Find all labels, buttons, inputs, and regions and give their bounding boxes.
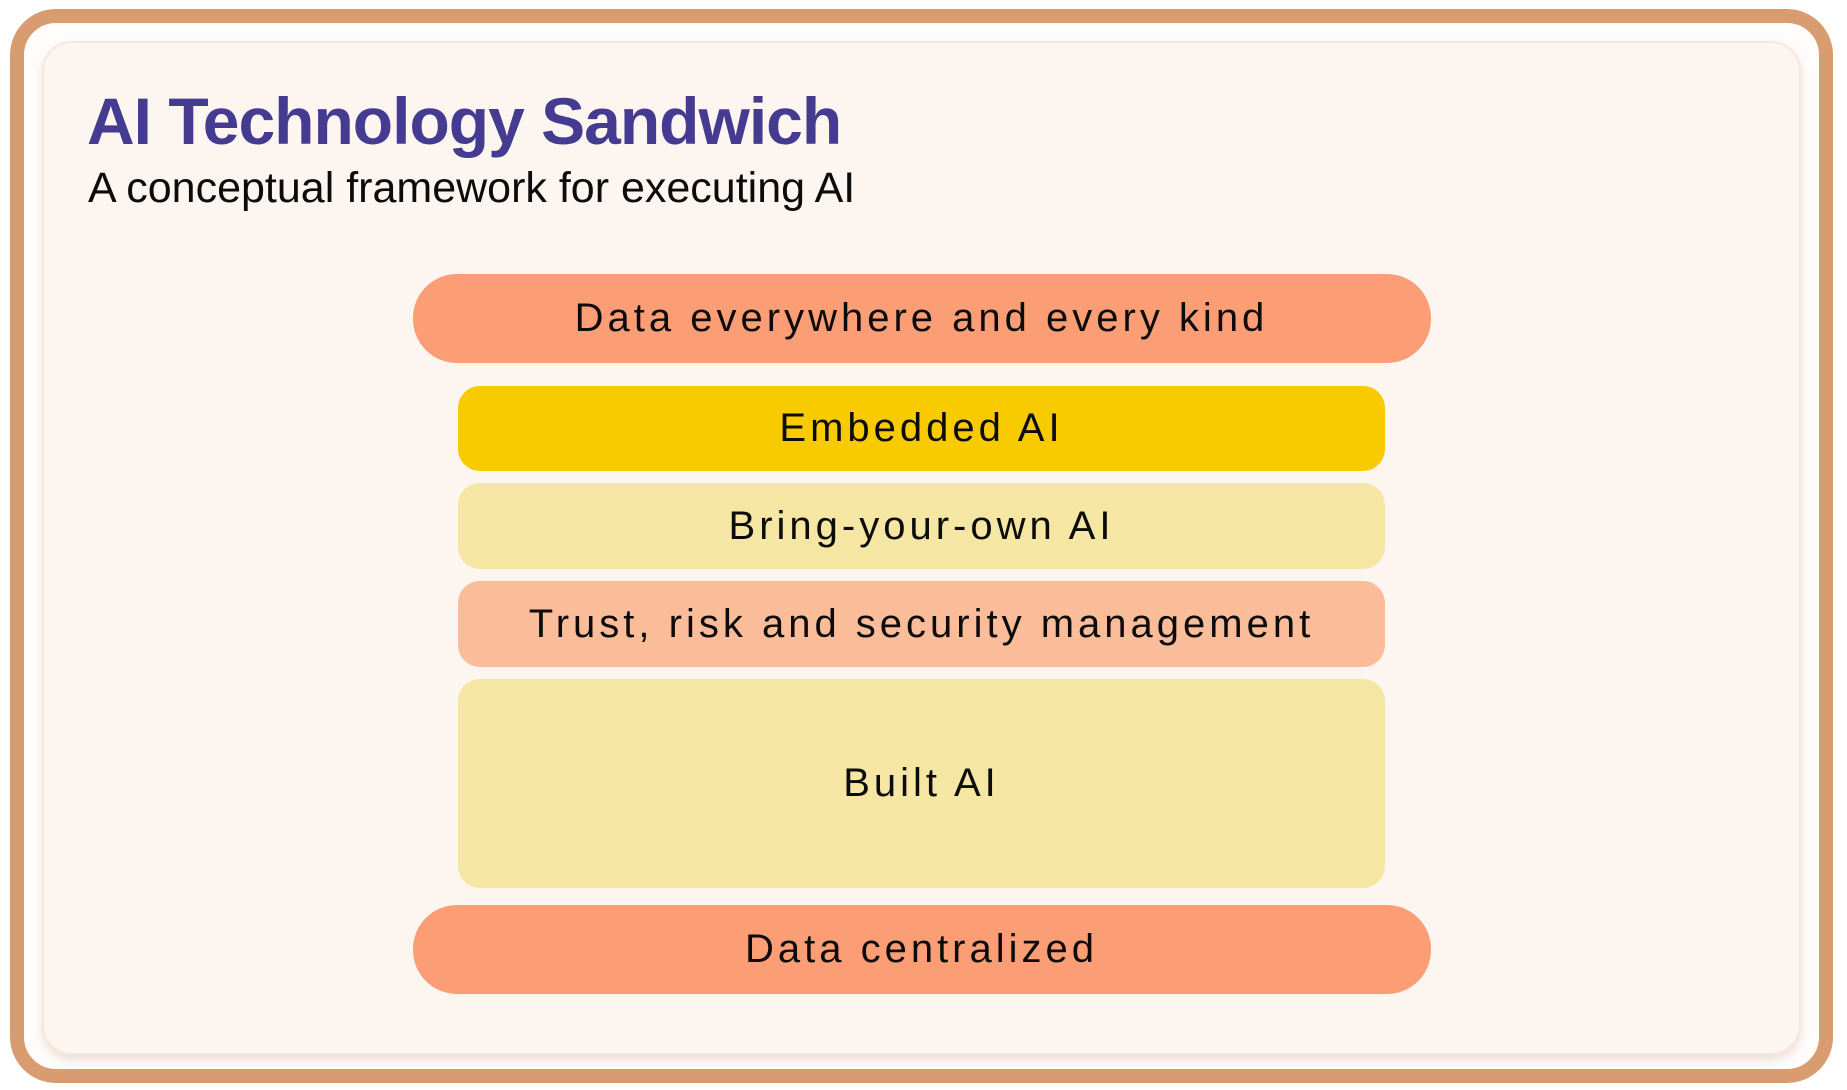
layer-data-centralized: Data centralized xyxy=(412,905,1431,994)
layer-embedded-ai: Embedded AI xyxy=(458,386,1385,471)
page-title: AI Technology Sandwich xyxy=(87,84,842,158)
layer-bring-your-own-ai: Bring-your-own AI xyxy=(458,483,1385,569)
layer-trust-risk-security: Trust, risk and security management xyxy=(458,581,1385,667)
page-subtitle: A conceptual framework for executing AI xyxy=(88,163,856,212)
sandwich-stack: Data everywhere and every kind Embedded … xyxy=(44,274,1799,994)
layer-data-everywhere: Data everywhere and every kind xyxy=(412,274,1431,363)
outer-frame: AI Technology Sandwich A conceptual fram… xyxy=(10,9,1833,1083)
layer-built-ai: Built AI xyxy=(458,679,1385,888)
diagram-card: AI Technology Sandwich A conceptual fram… xyxy=(42,41,1801,1055)
